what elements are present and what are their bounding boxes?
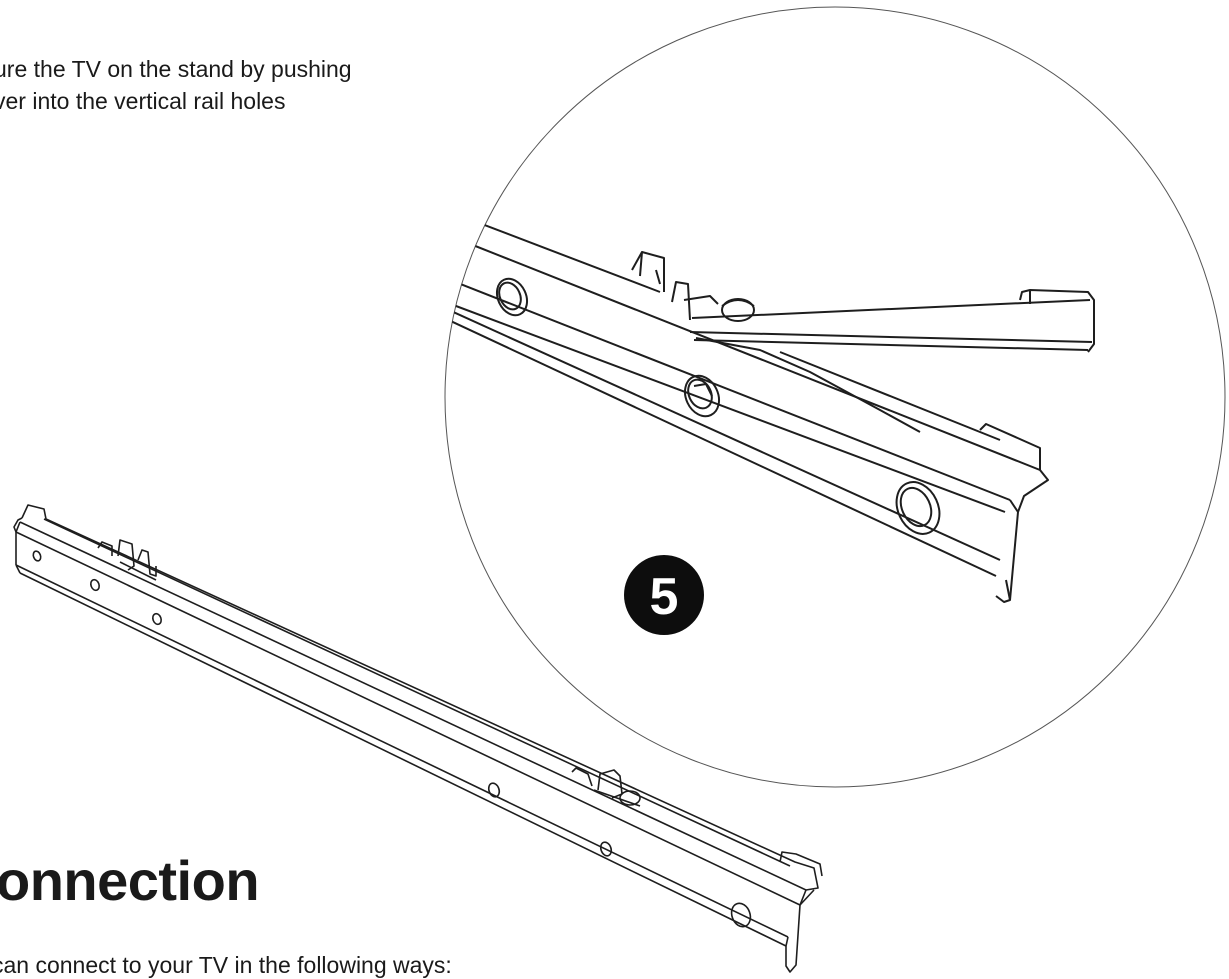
step-number: 5: [650, 568, 679, 626]
section-intro-text: can connect to your TV in the following …: [0, 952, 452, 978]
instruction-line-1: ure the TV on the stand by pushing: [0, 56, 352, 82]
detail-callout: 5: [444, 6, 1226, 788]
step-badge: 5: [624, 555, 704, 635]
instruction-line-2: ver into the vertical rail holes: [0, 88, 286, 114]
section-heading: onnection: [0, 849, 260, 912]
instruction-text: ure the TV on the stand by pushing ver i…: [0, 53, 352, 117]
vertical-rail-drawing: [13, 504, 823, 973]
